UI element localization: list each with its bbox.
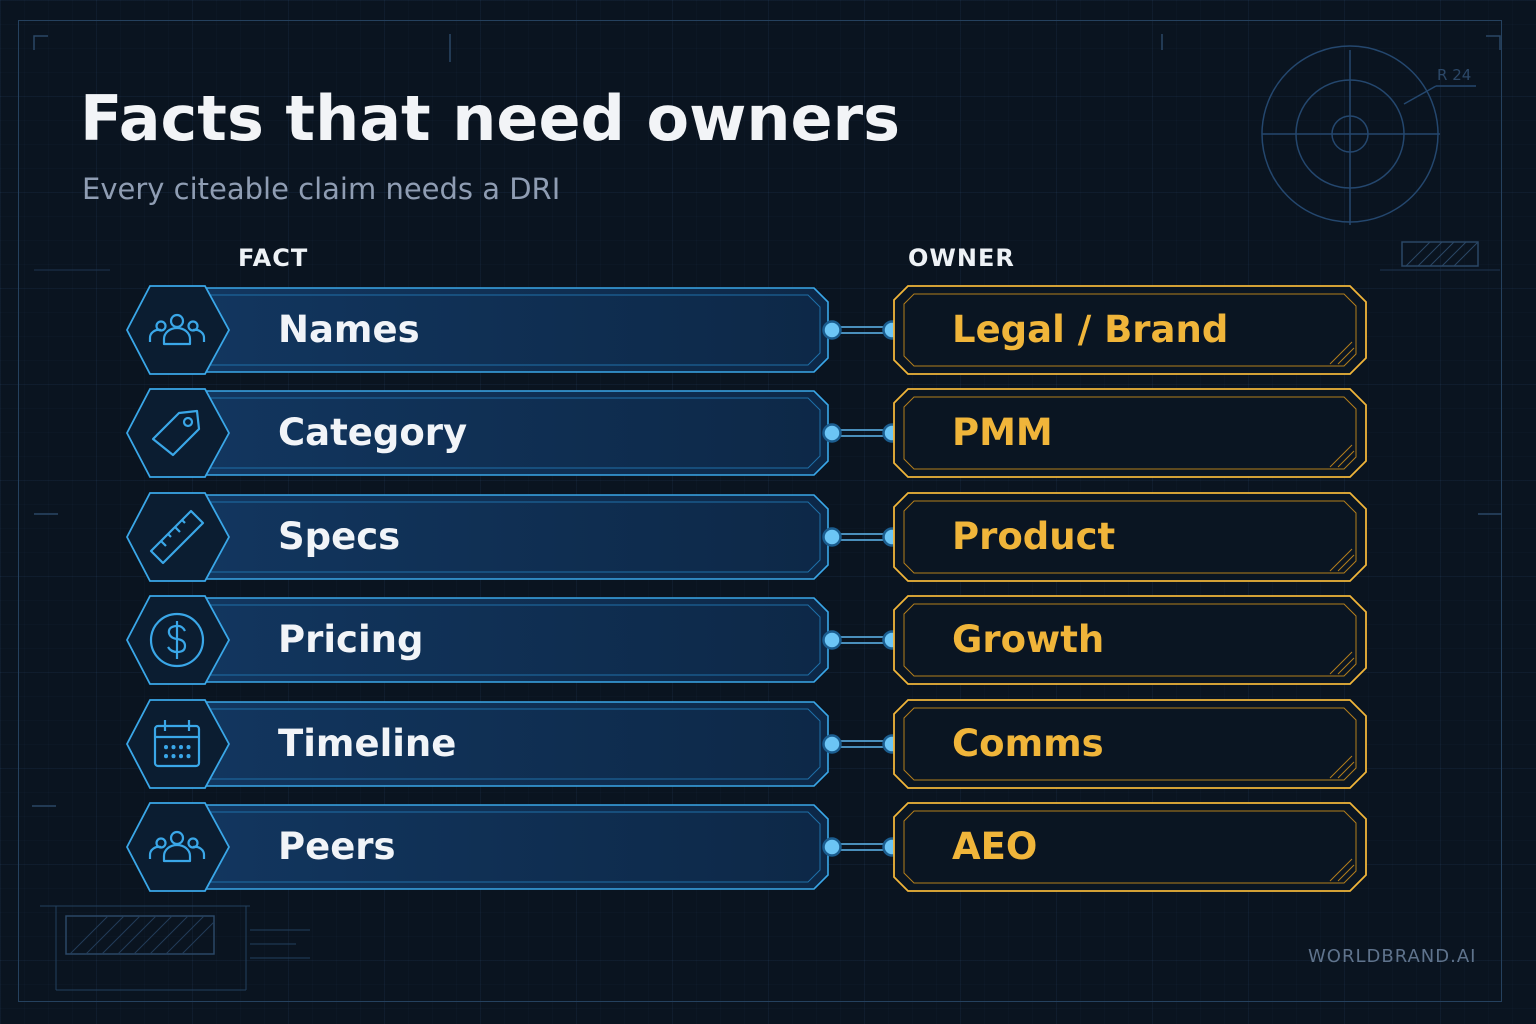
outer-frame	[18, 20, 1502, 1002]
owner-label: Legal / Brand	[952, 308, 1229, 351]
owner-box	[893, 802, 1367, 892]
fact-icon-badge	[125, 388, 231, 478]
fact-icon-badge	[125, 699, 231, 789]
owner-box-inner	[903, 810, 1357, 884]
owner-box-inner	[903, 603, 1357, 677]
owner-box	[893, 699, 1367, 789]
fact-label: Category	[278, 411, 468, 454]
fact-bar-inner	[210, 501, 821, 573]
fact-bar-inner	[210, 294, 821, 366]
owner-box-inner	[903, 293, 1357, 367]
fact-label: Names	[278, 308, 420, 351]
hatch-decoration-top	[1401, 241, 1479, 267]
fact-icon-badge	[125, 285, 231, 375]
dollar-icon	[149, 612, 205, 668]
page-subtitle: Every citeable claim needs a DRI	[82, 172, 561, 206]
owner-box-corner-mark	[1329, 755, 1355, 779]
connector	[822, 837, 902, 857]
owner-box-corner-mark	[1329, 444, 1355, 468]
owner-box-corner-mark	[1329, 858, 1355, 882]
owner-box	[893, 388, 1367, 478]
owner-label: Product	[952, 515, 1116, 558]
fact-label: Pricing	[278, 618, 424, 661]
owner-label: AEO	[952, 825, 1038, 868]
ruler-icon	[149, 509, 205, 565]
owner-box-inner	[903, 500, 1357, 574]
owner-box-inner	[903, 396, 1357, 470]
connector	[822, 527, 902, 547]
fact-label: Specs	[278, 515, 401, 558]
fact-bar-inner	[210, 604, 821, 676]
owner-column-header: OWNER	[908, 244, 1015, 272]
owner-box	[893, 285, 1367, 375]
fact-bar-inner	[210, 397, 821, 469]
owner-box-corner-mark	[1329, 548, 1355, 572]
fact-column-header: FACT	[238, 244, 309, 272]
connector	[822, 630, 902, 650]
calendar-icon	[153, 720, 201, 768]
fact-label: Timeline	[278, 722, 457, 765]
fact-bar-inner	[210, 811, 821, 883]
tag-icon	[151, 409, 201, 457]
owner-label: Comms	[952, 722, 1104, 765]
crosshair-decoration	[1261, 45, 1476, 225]
fact-bar-inner	[210, 708, 821, 780]
owner-label: Growth	[952, 618, 1105, 661]
owner-box	[893, 595, 1367, 685]
fact-icon-badge	[125, 492, 231, 582]
brand-watermark: WORLDBRAND.AI	[1308, 946, 1477, 967]
hatch-decoration-bottom	[40, 905, 310, 991]
fact-label: Peers	[278, 825, 396, 868]
owner-box-inner	[903, 707, 1357, 781]
people-icon	[148, 313, 206, 346]
owner-box	[893, 492, 1367, 582]
radius-label: R 24	[1437, 66, 1472, 84]
page-title: Facts that need owners	[80, 82, 901, 155]
people-icon	[148, 830, 206, 863]
fact-icon-badge	[125, 802, 231, 892]
owner-box-corner-mark	[1329, 651, 1355, 675]
owner-label: PMM	[952, 411, 1053, 454]
owner-box-corner-mark	[1329, 341, 1355, 365]
